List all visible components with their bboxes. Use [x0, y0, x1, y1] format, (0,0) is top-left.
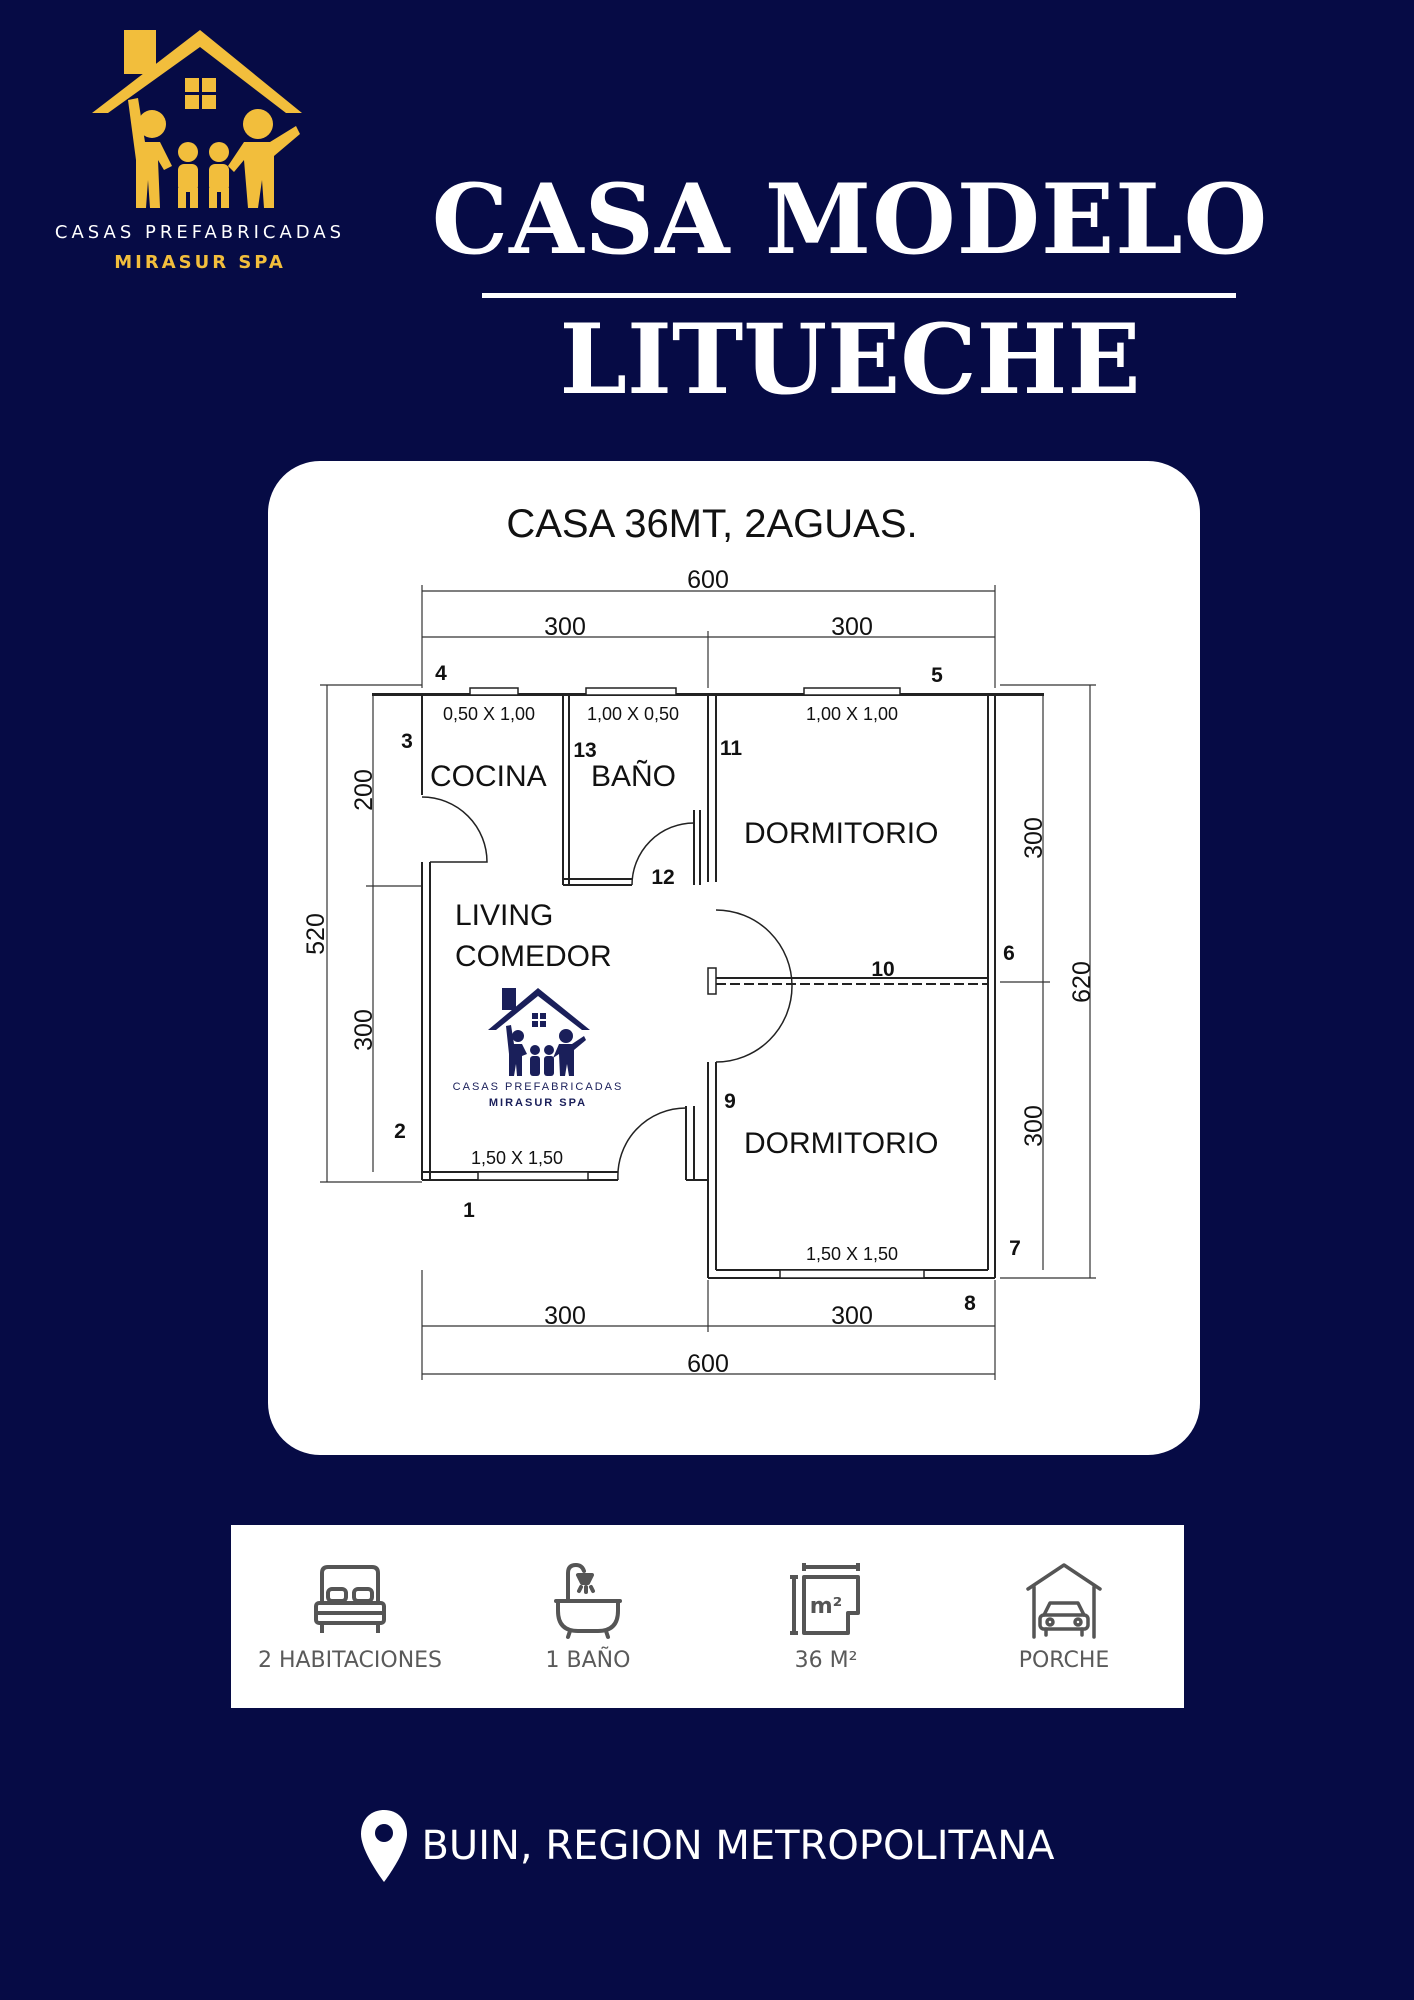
dim-right-total: 620	[1068, 961, 1096, 1003]
dim-left-total: 520	[302, 913, 330, 955]
floor-plan-card	[268, 461, 1200, 1455]
house-family-icon	[488, 988, 590, 1076]
dim-left-lower: 300	[350, 1009, 378, 1051]
window-bath-label: 1,00 X 0,50	[587, 704, 679, 724]
dim-top-total: 600	[687, 566, 729, 594]
room-kitchen-label: COCINA	[430, 760, 547, 793]
marker-11: 11	[720, 737, 743, 760]
dim-bottom-left: 300	[544, 1302, 586, 1330]
model-name: LITUECHE	[559, 303, 1141, 416]
location-row: BUIN, REGION METROPOLITANA	[0, 1808, 1414, 1884]
floor-plan: CASA 36MT, 2AGUAS.	[302, 502, 1096, 1380]
room-bath-label: BAÑO	[591, 759, 676, 793]
dim-bottom-total: 600	[687, 1350, 729, 1378]
location: BUIN, REGION METROPOLITANA	[0, 1808, 1414, 1898]
dim-left-upper: 200	[350, 769, 378, 811]
window-bedroom2-label: 1,50 X 1,50	[806, 1244, 898, 1264]
watermark-line1: CASAS PREFABRICADAS	[453, 1081, 624, 1093]
marker-6: 6	[1003, 942, 1015, 965]
window-bedroom1-label: 1,00 X 1,00	[806, 704, 898, 724]
house-family-icon	[92, 30, 302, 208]
marker-1: 1	[463, 1199, 475, 1222]
marker-10: 10	[871, 958, 894, 981]
plan-heading: CASA 36MT, 2AGUAS.	[506, 502, 917, 546]
dim-bottom-right: 300	[831, 1302, 873, 1330]
feature-area: m² 36 M²	[707, 1525, 945, 1708]
dimension-labels: 600 300 300 300 300 600 520 200 300 300 …	[302, 566, 1096, 1378]
feature-porch-label: PORCHE	[1018, 1648, 1110, 1673]
feature-porch: PORCHE	[945, 1525, 1183, 1708]
door-swings	[421, 796, 793, 1181]
room-living-label: LIVING	[455, 899, 553, 932]
brand-logo	[92, 30, 302, 208]
bathtub-icon	[554, 1563, 622, 1639]
marker-8: 8	[964, 1292, 976, 1315]
feature-area-label: 36 M²	[794, 1648, 858, 1673]
area-m2-icon: m²	[790, 1563, 860, 1635]
feature-bathrooms-label: 1 BAÑO	[545, 1648, 631, 1673]
windows	[469, 687, 925, 1279]
room-dining-label: COMEDOR	[455, 940, 612, 973]
area-icon-text: m²	[810, 1594, 843, 1619]
carport-icon	[1026, 1563, 1102, 1639]
room-bedroom2-label: DORMITORIO	[744, 1127, 938, 1160]
features-strip: 2 HABITACIONES 1 BAÑO	[231, 1525, 1184, 1708]
feature-bathrooms: 1 BAÑO	[469, 1525, 707, 1708]
window-kitchen-label: 0,50 X 1,00	[443, 704, 535, 724]
marker-7: 7	[1009, 1237, 1021, 1260]
bed-icon	[314, 1565, 386, 1633]
marker-4: 4	[435, 662, 447, 685]
marker-5: 5	[931, 664, 943, 687]
marker-12: 12	[651, 866, 674, 889]
marker-9: 9	[724, 1090, 736, 1113]
watermark-line2: MIRASUR SPA	[489, 1097, 587, 1109]
feature-bedrooms: 2 HABITACIONES	[231, 1525, 469, 1708]
window-living-label: 1,50 X 1,50	[471, 1148, 563, 1168]
point-markers: 1 2 3 4 5 6 7 8 9 10 11 12 13	[394, 662, 1021, 1315]
dim-top-left: 300	[544, 613, 586, 641]
brand-name: CASAS PREFABRICADAS	[54, 222, 346, 243]
location-text: BUIN, REGION METROPOLITANA	[421, 1823, 1055, 1869]
room-bedroom1-label: DORMITORIO	[744, 817, 938, 850]
dimension-lines	[320, 585, 1096, 1380]
dim-right-lower: 300	[1020, 1105, 1048, 1147]
room-labels: COCINA BAÑO DORMITORIO LIVING COMEDOR DO…	[430, 759, 938, 1160]
map-pin-icon	[361, 1810, 408, 1882]
brand-subname: MIRASUR SPA	[114, 252, 286, 273]
title-divider	[482, 293, 1236, 298]
dim-top-right: 300	[831, 613, 873, 641]
window-labels: 0,50 X 1,00 1,00 X 0,50 1,00 X 1,00 1,50…	[443, 704, 898, 1264]
plan-watermark-logo: CASAS PREFABRICADAS MIRASUR SPA	[453, 988, 624, 1109]
page-title: CASA MODELO	[431, 163, 1269, 276]
marker-3: 3	[401, 730, 413, 753]
marker-2: 2	[394, 1120, 406, 1143]
feature-bedrooms-label: 2 HABITACIONES	[257, 1648, 443, 1673]
dim-right-upper: 300	[1020, 817, 1048, 859]
marker-13: 13	[573, 739, 596, 762]
